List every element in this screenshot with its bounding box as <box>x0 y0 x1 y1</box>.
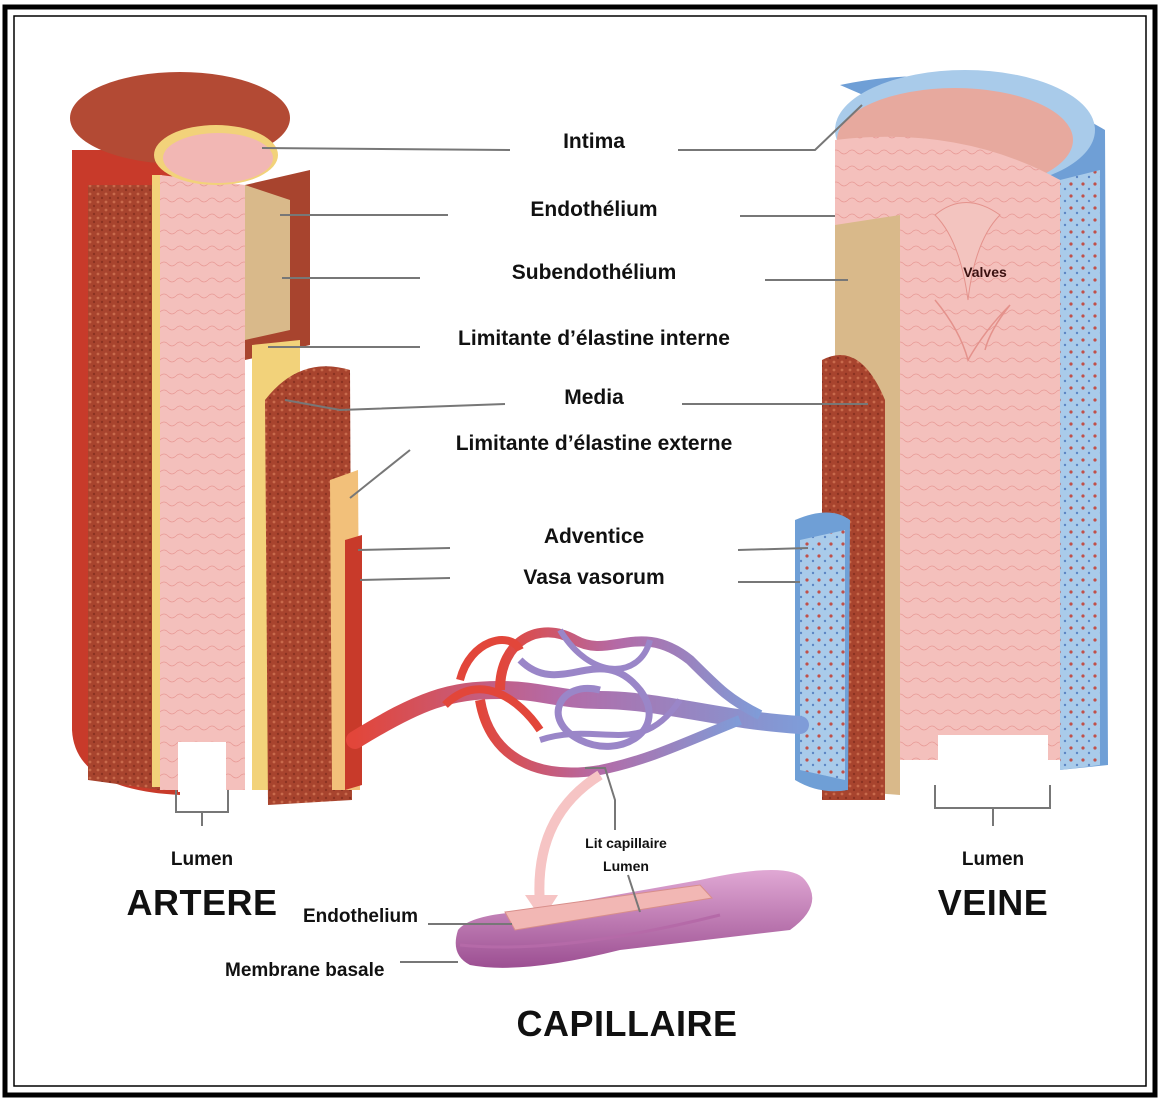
title-capillaire: CAPILLAIRE <box>517 1003 738 1045</box>
title-artere: ARTERE <box>126 882 277 924</box>
label-membrane-basale: Membrane basale <box>225 960 384 982</box>
label-subendothelium: Subendothélium <box>512 261 677 285</box>
label-lumen-capillaire: Lumen <box>603 858 649 874</box>
vein-illustration <box>795 70 1108 800</box>
label-lumen-veine: Lumen <box>962 849 1024 871</box>
label-endothelium-capillaire: Endothelium <box>303 906 418 928</box>
label-media: Media <box>564 386 624 410</box>
label-lit-capillaire: Lit capillaire <box>585 835 667 851</box>
title-veine: VEINE <box>938 882 1049 924</box>
label-limitante-externe: Limitante d’élastine externe <box>456 432 733 456</box>
label-valves: Valves <box>963 264 1007 280</box>
label-vasa-vasorum: Vasa vasorum <box>523 566 664 590</box>
artery-illustration <box>70 72 362 805</box>
label-limitante-interne: Limitante d’élastine interne <box>458 327 730 351</box>
label-endothelium: Endothélium <box>530 198 657 222</box>
label-adventice: Adventice <box>544 525 644 549</box>
label-lumen-artere: Lumen <box>171 849 233 871</box>
label-intima: Intima <box>563 130 625 154</box>
capillary-tube-illustration <box>456 870 813 968</box>
